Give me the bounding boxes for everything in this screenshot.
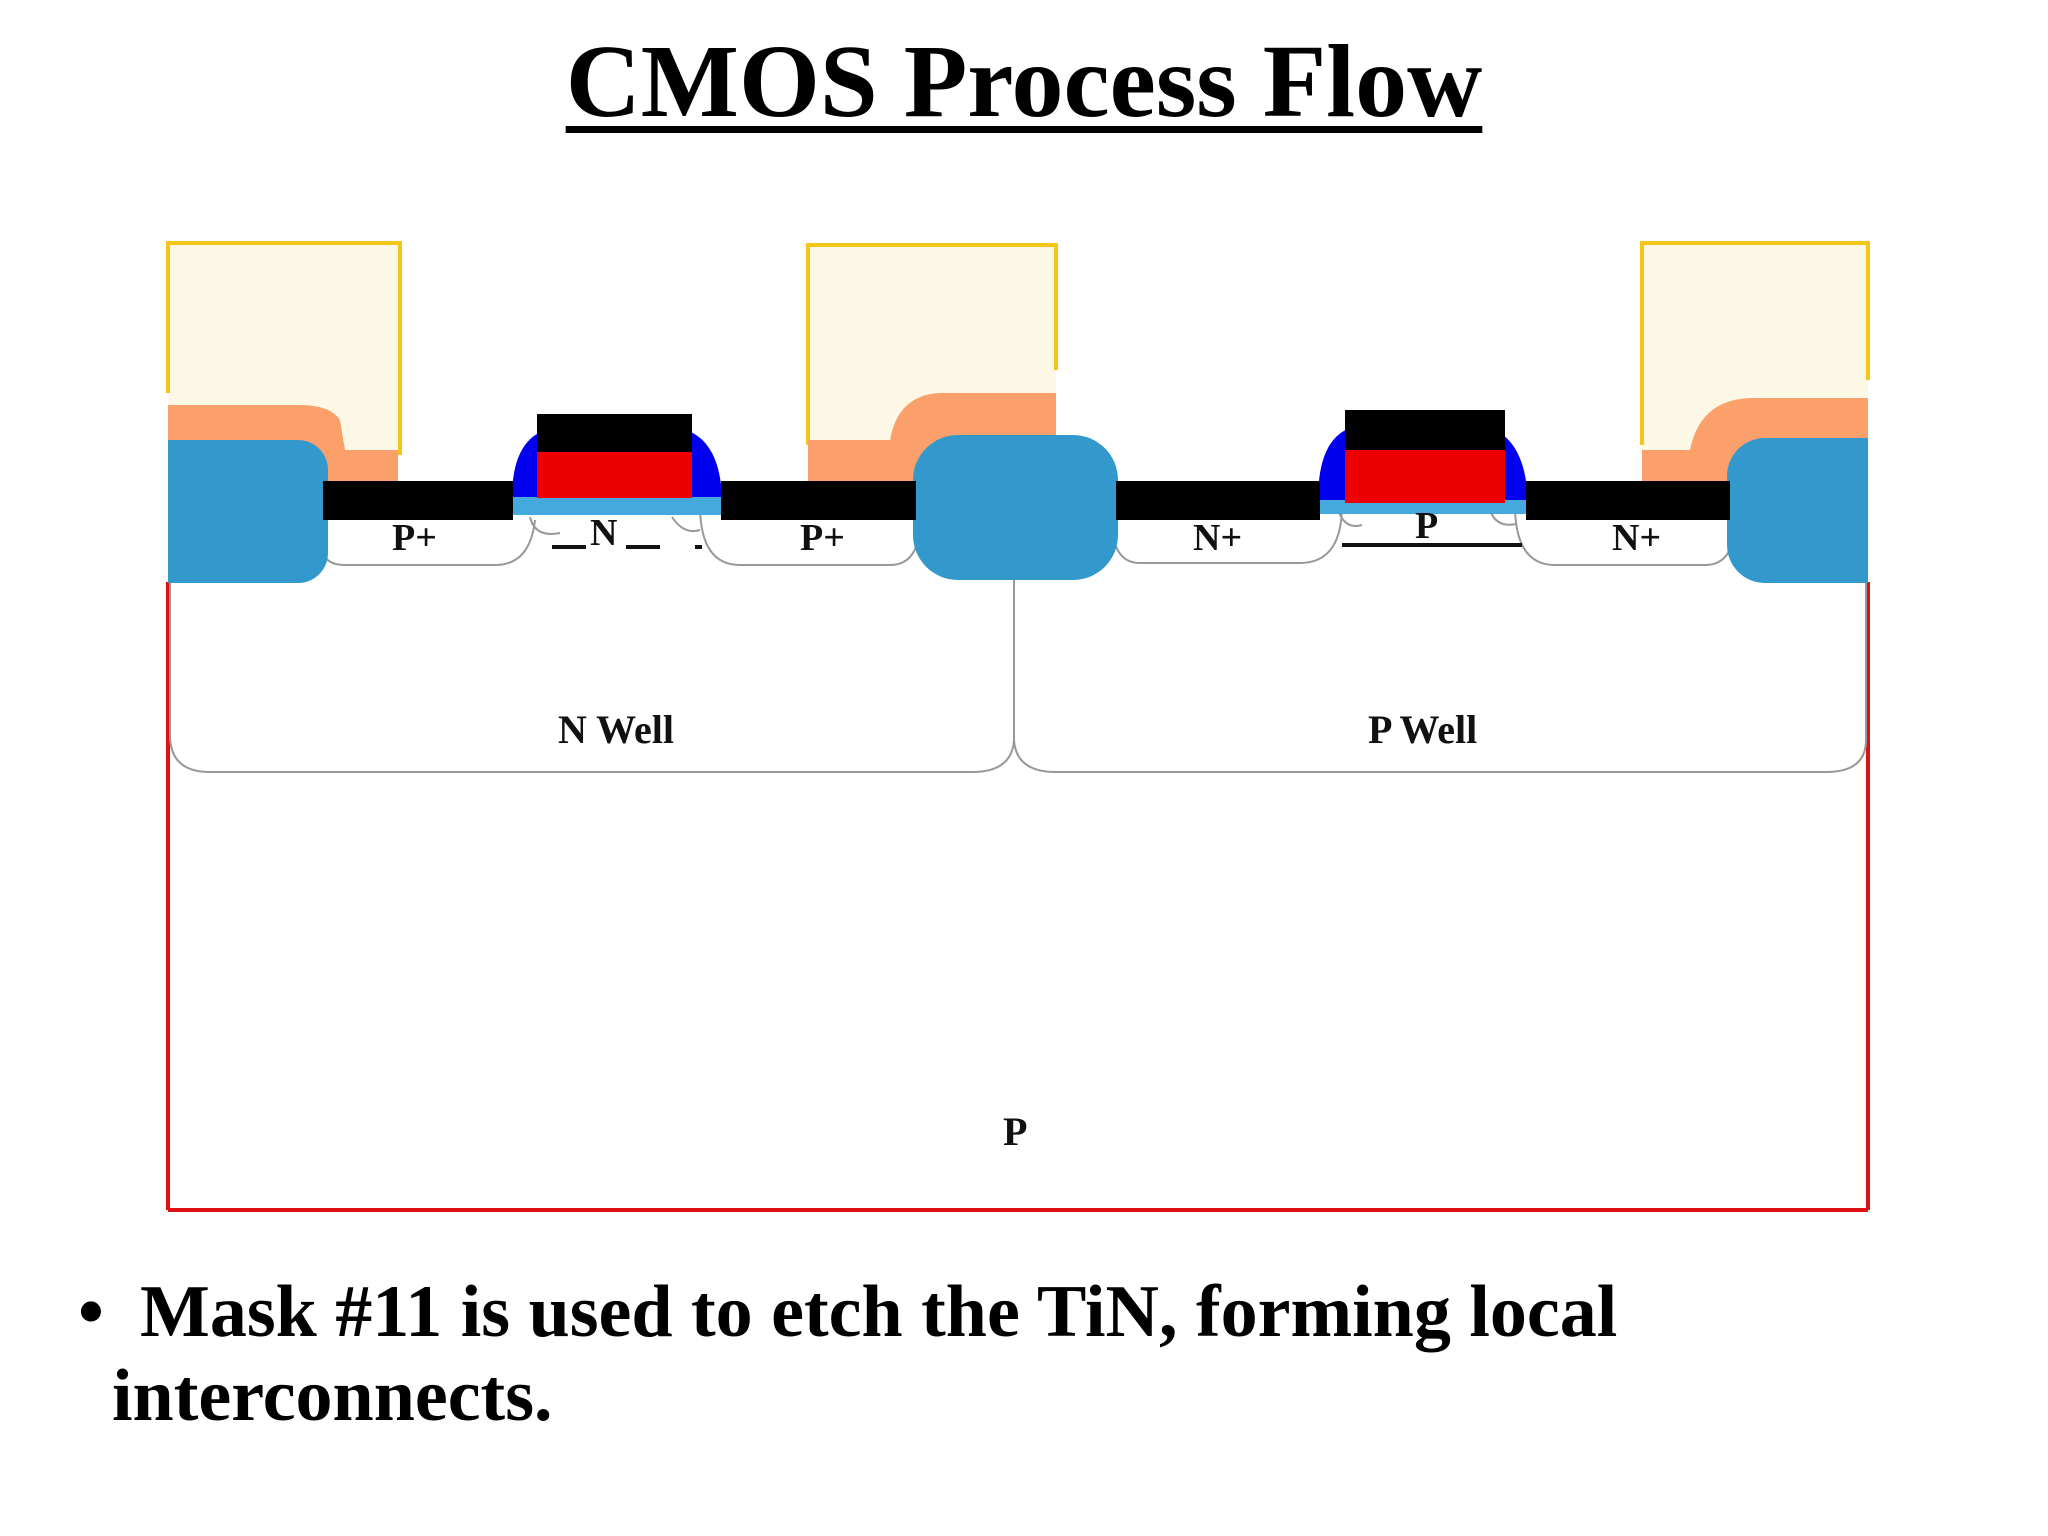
pmos-ldd-right [671,516,701,533]
label-n-well: N Well [558,707,674,752]
field-oxide-left-edge [168,440,208,583]
field-oxide-middle [913,435,1118,580]
n-well [169,580,1015,773]
tin-interconnect-3 [1116,481,1320,520]
pmos-poly-gate [537,450,692,498]
bullet-point: • Mask #11 is used to etch the TiN, form… [78,1270,1958,1438]
tin-interconnect-4 [1526,481,1730,520]
label-p-well: P Well [1368,707,1477,752]
label-p-plus-left: P+ [392,517,437,559]
pmos-gate-tin [537,414,692,452]
bullet-symbol: • [78,1271,104,1353]
nmos-gate-tin [1345,410,1505,450]
slide-title: CMOS Process Flow [565,24,1483,139]
label-n-channel: N [590,512,617,554]
label-n-plus-right: N+ [1612,517,1661,559]
bullet-text-line2: interconnects. [112,1355,553,1437]
p-well [1013,580,1867,773]
bullet-text-line1: Mask #11 is used to etch the TiN, formin… [140,1271,1618,1353]
pmos-ldd-left [529,516,561,535]
nmos-poly-gate [1345,448,1505,503]
label-p-substrate: P [1003,1109,1027,1154]
tin-interconnect-2 [721,481,916,520]
field-oxide-right-edge [1830,438,1868,583]
label-p-plus-right: P+ [800,517,845,559]
pmos-gate-oxide [512,497,722,515]
pmos-gate-stack [512,414,722,515]
label-n-plus-left: N+ [1193,517,1242,559]
nmos-gate-oxide [1318,500,1528,514]
label-p-channel: P [1415,505,1438,547]
tin-interconnect-1 [323,481,513,520]
nmos-gate-stack [1318,410,1528,514]
